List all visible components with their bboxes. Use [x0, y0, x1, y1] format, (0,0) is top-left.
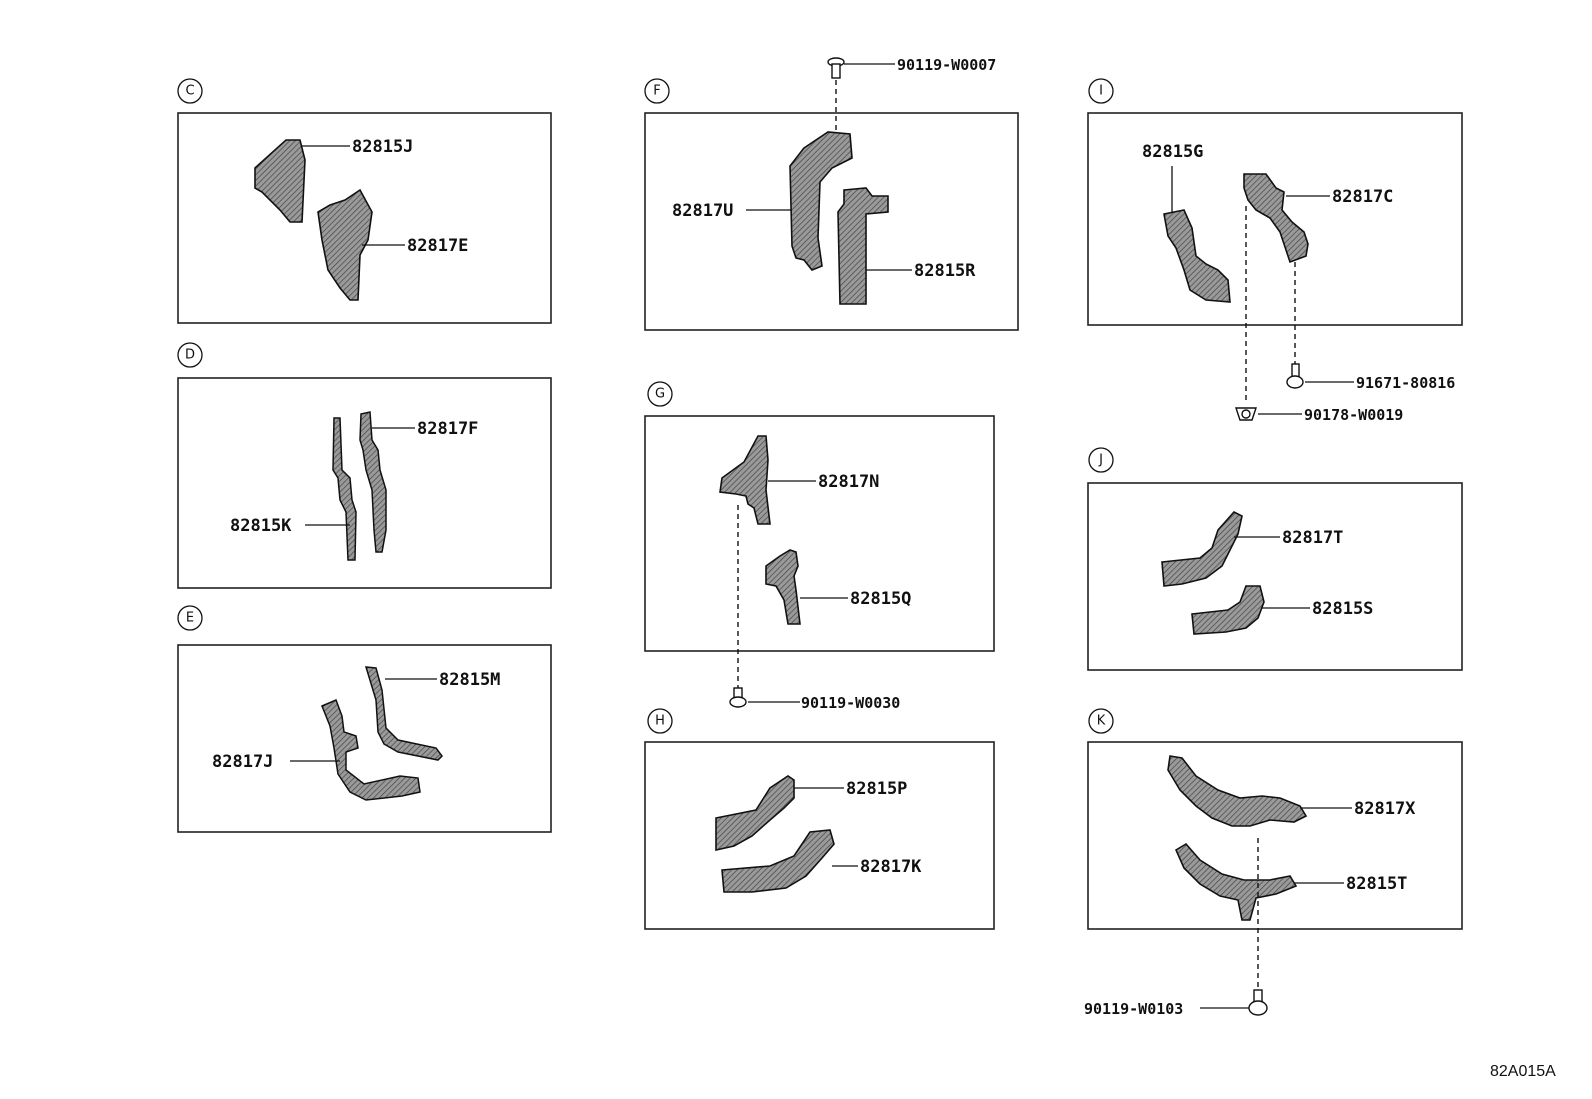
part-label-82815P: 82815P — [846, 779, 907, 799]
section-d-letter: D — [185, 348, 195, 363]
section-f-letter: F — [653, 84, 660, 99]
section-g-marker — [647, 381, 673, 407]
section-f-marker — [644, 78, 670, 104]
section-j-letter: J — [1098, 453, 1103, 468]
section-k-letter: K — [1097, 714, 1106, 729]
part-label-82817U: 82817U — [672, 201, 733, 221]
section-d-marker — [177, 342, 203, 368]
part-82817C-shape — [1243, 173, 1309, 264]
section-j: J 82817T 82815S — [1087, 447, 1463, 671]
section-g-box — [644, 415, 995, 652]
section-g: G 82817N 82815Q 90119-W0030 — [644, 381, 995, 712]
part-82817X-shape — [1167, 755, 1308, 827]
part-label-82817X: 82817X — [1354, 799, 1416, 819]
part-82815P-shape — [715, 775, 795, 851]
part-82815J-shape — [254, 139, 306, 223]
part-label-82817C: 82817C — [1332, 187, 1393, 207]
section-f-box — [644, 112, 1019, 331]
section-h-marker — [647, 708, 673, 734]
fastener-label-90119-W0007: 90119-W0007 — [897, 56, 996, 74]
part-82817F-shape — [359, 411, 387, 553]
section-i-letter: I — [1099, 84, 1103, 99]
diagram-code: 82A015A — [1490, 1063, 1556, 1080]
part-82817U-shape — [789, 131, 853, 271]
section-c-box — [177, 112, 552, 324]
part-label-82815K: 82815K — [230, 516, 292, 536]
bolt-90119-W0030-icon — [729, 687, 747, 708]
part-label-82817E: 82817E — [407, 236, 468, 256]
part-label-82817F: 82817F — [417, 419, 478, 439]
section-j-box — [1087, 482, 1463, 671]
part-label-82815J: 82815J — [352, 137, 413, 157]
section-i: I 82815G 82817C 91671-80816 90178-W0019 — [1087, 78, 1463, 424]
section-i-box — [1087, 112, 1463, 326]
section-k-box — [1087, 741, 1463, 930]
section-d-box — [177, 377, 552, 589]
section-e-marker — [177, 605, 203, 631]
section-c-marker — [177, 78, 203, 104]
fastener-label-91671-80816: 91671-80816 — [1356, 374, 1455, 392]
section-g-letter: G — [655, 387, 665, 402]
section-h: H 82815P 82817K — [644, 708, 995, 930]
bolt-90119-W0103-icon — [1248, 989, 1268, 1016]
part-82815R-shape — [837, 187, 889, 305]
section-e-letter: E — [186, 611, 194, 626]
part-label-82815T: 82815T — [1346, 874, 1407, 894]
clip-90178-W0019-icon — [1235, 407, 1257, 421]
fastener-label-90178-W0019: 90178-W0019 — [1304, 406, 1403, 424]
section-j-marker — [1088, 447, 1114, 473]
section-k-marker — [1088, 708, 1114, 734]
part-82815S-shape — [1191, 585, 1265, 635]
section-f: F 90119-W0007 82817U 82815R — [644, 56, 1019, 331]
bolt-91671-80816-icon — [1286, 363, 1304, 389]
part-label-82815M: 82815M — [439, 670, 500, 690]
part-label-82817N: 82817N — [818, 472, 879, 492]
part-82817N-shape — [719, 435, 771, 525]
section-e: E 82815M 82817J — [177, 605, 552, 833]
section-k: K 82817X 82815T 90119-W0103 — [1084, 708, 1463, 1018]
section-d: D 82815K 82817F — [177, 342, 552, 589]
section-h-letter: H — [655, 714, 665, 729]
part-82817K-shape — [721, 829, 835, 893]
section-c-letter: C — [185, 84, 194, 99]
bolt-90119-W0007-icon — [827, 57, 845, 79]
part-82817T-shape — [1161, 511, 1243, 587]
part-label-82817K: 82817K — [860, 857, 922, 877]
section-h-box — [644, 741, 995, 930]
part-82815T-shape — [1174, 842, 1298, 921]
fastener-label-90119-W0030: 90119-W0030 — [801, 694, 900, 712]
part-82815G-shape — [1163, 209, 1231, 303]
section-e-box — [177, 644, 552, 833]
part-82815M-shape — [364, 666, 443, 761]
section-c: C 82815J 82817E — [177, 78, 552, 324]
part-label-82817J: 82817J — [212, 752, 273, 772]
part-82817E-shape — [317, 188, 373, 301]
section-i-marker — [1088, 78, 1114, 104]
part-82815Q-shape — [765, 549, 801, 625]
part-82815K-shape — [332, 417, 357, 561]
part-label-82815S: 82815S — [1312, 599, 1373, 619]
part-label-82817T: 82817T — [1282, 528, 1343, 548]
fastener-label-90119-W0103: 90119-W0103 — [1084, 1000, 1183, 1018]
part-82817J-shape — [321, 699, 421, 801]
part-label-82815G: 82815G — [1142, 142, 1203, 162]
part-label-82815Q: 82815Q — [850, 589, 911, 609]
part-label-82815R: 82815R — [914, 261, 976, 281]
